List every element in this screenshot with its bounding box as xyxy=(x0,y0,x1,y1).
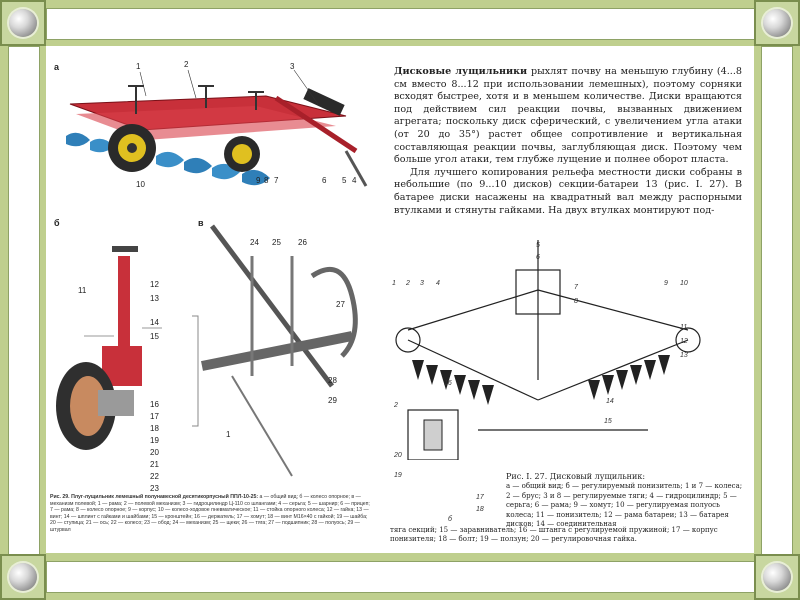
callout-b-16: 16 xyxy=(150,400,159,409)
frame-bottom-strip xyxy=(46,561,756,593)
frame-left-strip xyxy=(8,46,40,556)
left-caption-title: Рис. 29. Плуг-лущильник лемешный полунав… xyxy=(50,494,259,500)
term-disc-harrows: Дисковые лущильники xyxy=(394,66,528,77)
callout-b-17: 17 xyxy=(150,412,159,421)
callout-b-15: 15 xyxy=(150,332,159,341)
corner-knob-icon xyxy=(763,563,791,591)
callout-r-2: 2 xyxy=(406,280,410,287)
callout-r-9: 9 xyxy=(664,280,668,287)
callout-r-18: 18 xyxy=(476,506,484,513)
callout-b-23: 23 xyxy=(150,484,159,493)
callout-b-18: 18 xyxy=(150,424,159,433)
disc-harrow-text-panel: Дисковые лущильники рыхлят почву на мень… xyxy=(388,62,748,552)
callout-r-20: 20 xyxy=(394,452,402,459)
corner-top-left xyxy=(0,0,46,46)
callout-r-16: 16 xyxy=(444,380,452,387)
callout-r-12: 12 xyxy=(680,338,688,345)
callout-a-9: 9 xyxy=(256,176,261,185)
callout-a-4: 4 xyxy=(352,176,357,185)
callout-a-1: 1 xyxy=(136,62,141,71)
callout-a-8: 8 xyxy=(264,176,269,185)
callout-v-1: 1 xyxy=(226,430,231,439)
plow-figure-panel: а б в 1 2 3 10 9 8 xyxy=(46,56,372,553)
corner-bottom-right xyxy=(754,554,800,600)
callout-b-11: 11 xyxy=(78,286,87,295)
callout-a-2: 2 xyxy=(184,60,189,69)
left-figure-caption: Рис. 29. Плуг-лущильник лемешный полунав… xyxy=(50,494,370,534)
callout-r-17: 17 xyxy=(476,494,484,501)
callout-b-19: 19 xyxy=(150,436,159,445)
callout-r-8: 8 xyxy=(574,298,578,305)
callout-b-14: 14 xyxy=(150,318,159,327)
callout-r-5: 5 xyxy=(536,242,540,249)
right-caption-body: а — общий вид; б — регулируемый понизите… xyxy=(506,482,743,529)
callout-v-24: 24 xyxy=(250,238,259,247)
figure-label-b: б xyxy=(54,218,60,228)
plow-overview-illustration xyxy=(66,69,368,187)
disc-harrow-illustration xyxy=(395,240,701,460)
left-caption-body: а — общий вид; б — колесо опорное; в — м… xyxy=(50,494,370,533)
figure-label-a: а xyxy=(54,62,60,72)
callout-v-29: 29 xyxy=(328,396,337,405)
corner-bottom-left xyxy=(0,554,46,600)
callout-r-14: 14 xyxy=(606,398,614,405)
callout-v-28: 28 xyxy=(328,376,337,385)
right-caption-title: Рис. I. 27. Дисковый лущильник: xyxy=(506,472,646,481)
paragraph-2: Для лучшего копирования рельефа местност… xyxy=(394,166,742,216)
corner-knob-icon xyxy=(9,563,37,591)
callout-v-25: 25 xyxy=(272,238,281,247)
corner-knob-icon xyxy=(9,9,37,37)
support-wheel-illustration xyxy=(56,246,162,450)
figure-label-v: в xyxy=(198,218,204,228)
frame-right-strip xyxy=(761,46,793,556)
callout-b-21: 21 xyxy=(150,460,159,469)
callout-b-20: 20 xyxy=(150,448,159,457)
callout-b-13: 13 xyxy=(150,294,159,303)
callout-r-6: 6 xyxy=(536,254,540,261)
callout-a-10: 10 xyxy=(136,180,145,189)
field-mechanism-illustration xyxy=(192,224,358,477)
callout-r-4: 4 xyxy=(436,280,440,287)
callout-r-11: 11 xyxy=(680,324,688,331)
callout-a-6: 6 xyxy=(322,176,327,185)
callout-r-3: 3 xyxy=(420,280,424,287)
callout-r-10: 10 xyxy=(680,280,688,287)
callout-b-12: 12 xyxy=(150,280,159,289)
callout-r-1: 1 xyxy=(392,280,396,287)
right-figure-caption: Рис. I. 27. Дисковый лущильник: а — общи… xyxy=(506,472,746,529)
paragraph-1: рыхлят почву на меньшую глубину (4...8 с… xyxy=(394,66,742,166)
callout-r-2b: 2 xyxy=(394,402,398,409)
callout-b-22: 22 xyxy=(150,472,159,481)
callout-r-b: б xyxy=(448,516,452,523)
callout-v-26: 26 xyxy=(298,238,307,247)
corner-top-right xyxy=(754,0,800,46)
callout-r-19: 19 xyxy=(394,472,402,479)
callout-r-13: 13 xyxy=(680,352,688,359)
frame-top-strip xyxy=(46,8,756,40)
callout-v-27: 27 xyxy=(336,300,345,309)
callout-a-5: 5 xyxy=(342,176,347,185)
right-caption-tail: тяга секций; 15 — заравниватель; 16 — шт… xyxy=(390,526,718,544)
callout-a-3: 3 xyxy=(290,62,295,71)
callout-r-15: 15 xyxy=(604,418,612,425)
callout-a-7: 7 xyxy=(274,176,279,185)
body-text: Дисковые лущильники рыхлят почву на мень… xyxy=(394,66,742,217)
corner-knob-icon xyxy=(763,9,791,37)
callout-r-7: 7 xyxy=(574,284,578,291)
